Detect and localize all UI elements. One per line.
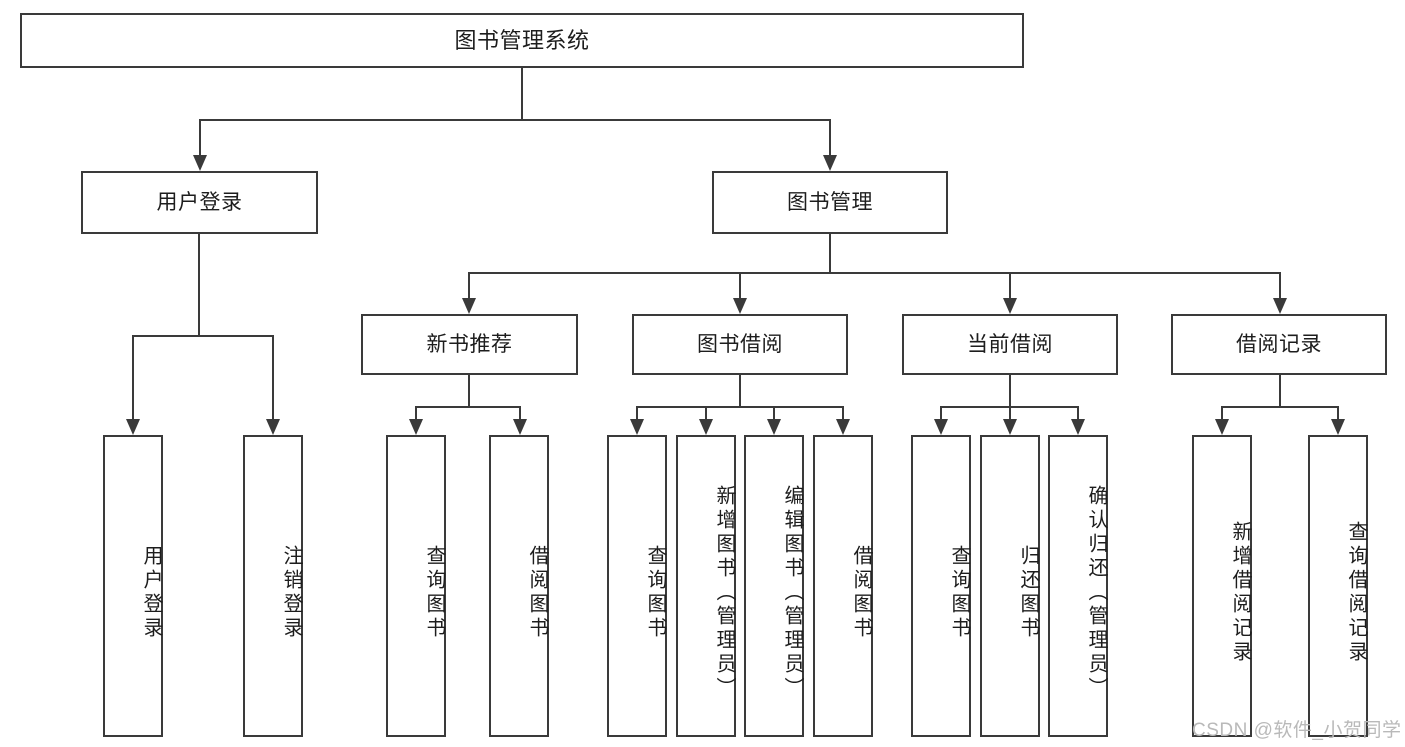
leaf-book-borrow-edit[interactable]: 编辑图书（管理员） (744, 435, 804, 737)
arrowhead-borrow-record-leaf-1 (1215, 419, 1229, 435)
leaf-new-book-query[interactable]: 查询图书 (386, 435, 446, 737)
node-label: 注销登录 (280, 545, 302, 641)
watermark-credit: CSDN @软件_小贺同学 (1192, 720, 1402, 741)
connector-book-borrow-bus (636, 406, 843, 408)
connector-book-manage-stem (829, 234, 831, 272)
leaf-user-login-login[interactable]: 用户登录 (103, 435, 163, 737)
connector-root-stem (521, 68, 523, 119)
arrowhead-borrow-record-leaf-2 (1331, 419, 1345, 435)
node-current-borrow[interactable]: 当前借阅 (902, 314, 1118, 375)
arrowhead-to-book-manage (823, 155, 837, 171)
node-new-book-recommend[interactable]: 新书推荐 (361, 314, 578, 375)
connector-current-borrow-stem (1009, 375, 1011, 406)
arrowhead-book-borrow-leaf-1 (630, 419, 644, 435)
node-label: 查询图书 (948, 545, 970, 641)
leaf-book-borrow-borrow[interactable]: 借阅图书 (813, 435, 873, 737)
arrowhead-current-borrow-leaf-3 (1071, 419, 1085, 435)
connector-book-manage-drop-2 (739, 272, 741, 298)
leaf-book-borrow-query[interactable]: 查询图书 (607, 435, 667, 737)
connector-new-book-drop-2 (519, 406, 521, 419)
connector-book-manage-drop-4 (1279, 272, 1281, 298)
arrowhead-user-login-leaf-2 (266, 419, 280, 435)
arrowhead-to-borrow-record (1273, 298, 1287, 314)
node-label: 归还图书 (1017, 545, 1039, 641)
node-label: 新增借阅记录 (1229, 521, 1251, 665)
arrowhead-book-borrow-leaf-4 (836, 419, 850, 435)
node-label: 确认归还（管理员） (1085, 485, 1107, 701)
connector-book-borrow-drop-4 (842, 406, 844, 419)
node-book-borrow[interactable]: 图书借阅 (632, 314, 848, 375)
node-label: 图书借阅 (697, 333, 783, 356)
connector-new-book-drop-1 (415, 406, 417, 419)
arrowhead-to-current-borrow (1003, 298, 1017, 314)
node-label: 编辑图书（管理员） (781, 485, 803, 701)
connector-user-login-bus (132, 335, 274, 337)
arrowhead-new-book-leaf-2 (513, 419, 527, 435)
connector-user-login-stem (198, 234, 200, 335)
node-label: 用户登录 (156, 191, 243, 214)
leaf-user-login-logout[interactable]: 注销登录 (243, 435, 303, 737)
node-label: 新增图书（管理员） (713, 485, 735, 701)
connector-book-borrow-stem (739, 375, 741, 406)
node-label: 查询图书 (423, 545, 445, 641)
connector-book-manage-bus (468, 272, 1280, 274)
arrowhead-to-new-book (462, 298, 476, 314)
leaf-borrow-record-query[interactable]: 查询借阅记录 (1308, 435, 1368, 737)
connector-borrow-record-stem (1279, 375, 1281, 406)
node-root-system[interactable]: 图书管理系统 (20, 13, 1024, 68)
node-label: 借阅图书 (850, 545, 872, 641)
leaf-current-borrow-query[interactable]: 查询图书 (911, 435, 971, 737)
connector-borrow-record-bus (1221, 406, 1338, 408)
node-label: 借阅记录 (1236, 333, 1322, 356)
arrowhead-book-borrow-leaf-2 (699, 419, 713, 435)
connector-borrow-record-drop-2 (1337, 406, 1339, 419)
connector-book-borrow-drop-3 (773, 406, 775, 419)
connector-book-borrow-drop-2 (705, 406, 707, 419)
connector-book-borrow-drop-1 (636, 406, 638, 419)
connector-root-drop-2 (829, 119, 831, 155)
connector-root-bus (199, 119, 830, 121)
arrowhead-current-borrow-leaf-2 (1003, 419, 1017, 435)
node-borrow-record[interactable]: 借阅记录 (1171, 314, 1387, 375)
connector-current-borrow-drop-2 (1009, 406, 1011, 419)
node-label: 借阅图书 (526, 545, 548, 641)
connector-new-book-bus (415, 406, 520, 408)
node-label: 查询图书 (644, 545, 666, 641)
connector-user-login-drop-1 (132, 335, 134, 419)
connector-new-book-stem (468, 375, 470, 406)
node-label: 用户登录 (140, 545, 162, 641)
node-label: 图书管理 (787, 191, 873, 214)
node-label: 当前借阅 (967, 333, 1053, 356)
arrowhead-to-user-login (193, 155, 207, 171)
leaf-new-book-borrow[interactable]: 借阅图书 (489, 435, 549, 737)
arrowhead-new-book-leaf-1 (409, 419, 423, 435)
arrowhead-book-borrow-leaf-3 (767, 419, 781, 435)
arrowhead-to-book-borrow (733, 298, 747, 314)
leaf-current-borrow-return[interactable]: 归还图书 (980, 435, 1040, 737)
leaf-current-borrow-confirm-return[interactable]: 确认归还（管理员） (1048, 435, 1108, 737)
arrowhead-user-login-leaf-1 (126, 419, 140, 435)
node-label: 图书管理系统 (454, 27, 590, 53)
connector-user-login-drop-2 (272, 335, 274, 419)
arrowhead-current-borrow-leaf-1 (934, 419, 948, 435)
node-label: 新书推荐 (426, 333, 513, 356)
leaf-book-borrow-add[interactable]: 新增图书（管理员） (676, 435, 736, 737)
node-label: 查询借阅记录 (1345, 521, 1367, 665)
node-user-login[interactable]: 用户登录 (81, 171, 318, 234)
connector-borrow-record-drop-1 (1221, 406, 1223, 419)
node-book-management[interactable]: 图书管理 (712, 171, 948, 234)
leaf-borrow-record-add[interactable]: 新增借阅记录 (1192, 435, 1252, 737)
connector-current-borrow-drop-3 (1077, 406, 1079, 419)
connector-current-borrow-drop-1 (940, 406, 942, 419)
connector-book-manage-drop-1 (468, 272, 470, 298)
connector-book-manage-drop-3 (1009, 272, 1011, 298)
connector-root-drop-1 (199, 119, 201, 155)
